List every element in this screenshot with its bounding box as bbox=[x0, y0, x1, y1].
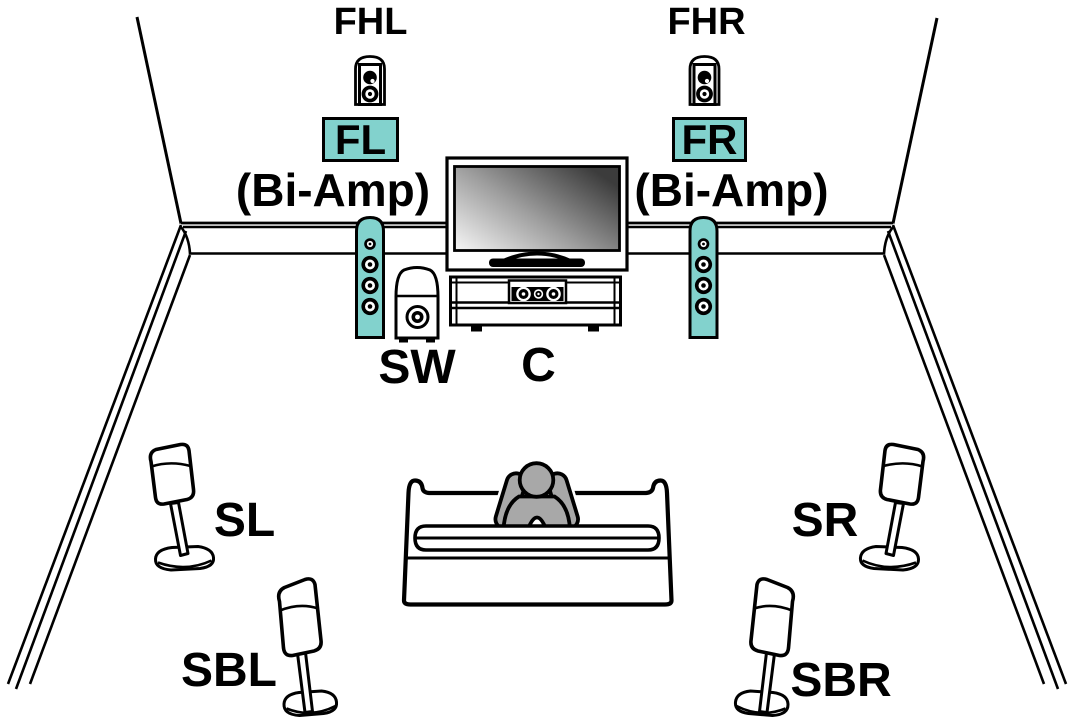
left-floor-edge-mid bbox=[14, 230, 188, 690]
tv-screen bbox=[453, 165, 621, 252]
listener-figure bbox=[490, 458, 583, 534]
front-left-tower-speaker-icon bbox=[355, 215, 385, 339]
right-floor-edge-outer bbox=[891, 224, 1068, 685]
label-front-left: FL bbox=[334, 115, 387, 163]
tv bbox=[445, 156, 629, 272]
front-height-right-speaker-icon bbox=[688, 55, 721, 106]
surround-right-speaker-icon bbox=[858, 442, 926, 572]
label-surround-back-right: SBR bbox=[790, 654, 892, 707]
sofa-cushions bbox=[406, 524, 669, 560]
front-height-left-speaker-icon bbox=[354, 55, 386, 106]
front-right-highlight-box: FR bbox=[672, 117, 747, 162]
label-bi-amp-left: (Bi-Amp) bbox=[235, 164, 431, 216]
tv-cabinet bbox=[449, 275, 622, 332]
label-center: C bbox=[521, 339, 556, 392]
label-surround-right: SR bbox=[791, 494, 859, 547]
left-wall-corner-line bbox=[135, 16, 183, 224]
front-left-highlight-box: FL bbox=[322, 117, 399, 162]
surround-back-right-speaker-icon bbox=[733, 577, 796, 718]
label-bi-amp-right: (Bi-Amp) bbox=[634, 164, 829, 216]
label-surround-back-left: SBL bbox=[181, 644, 277, 697]
right-floor-edge-mid bbox=[886, 230, 1060, 690]
left-floor-edge-inner bbox=[28, 254, 192, 685]
listener-head bbox=[517, 461, 556, 499]
center-speaker-icon bbox=[507, 279, 568, 305]
label-subwoofer: SW bbox=[378, 341, 456, 394]
subwoofer-icon bbox=[394, 266, 440, 343]
label-front-height-left: FHL bbox=[333, 1, 408, 43]
surround-left-speaker-icon bbox=[148, 442, 216, 572]
right-floor-edge-inner bbox=[882, 254, 1046, 685]
tv-stand-base bbox=[489, 258, 585, 267]
label-front-right: FR bbox=[681, 115, 738, 163]
label-surround-left: SL bbox=[213, 494, 276, 547]
left-floor-edge-outer bbox=[6, 224, 183, 685]
label-front-height-right: FHR bbox=[667, 1, 746, 43]
front-right-tower-speaker-icon bbox=[688, 216, 719, 339]
right-wall-corner-line bbox=[891, 17, 939, 224]
surround-back-left-speaker-icon bbox=[276, 577, 339, 717]
